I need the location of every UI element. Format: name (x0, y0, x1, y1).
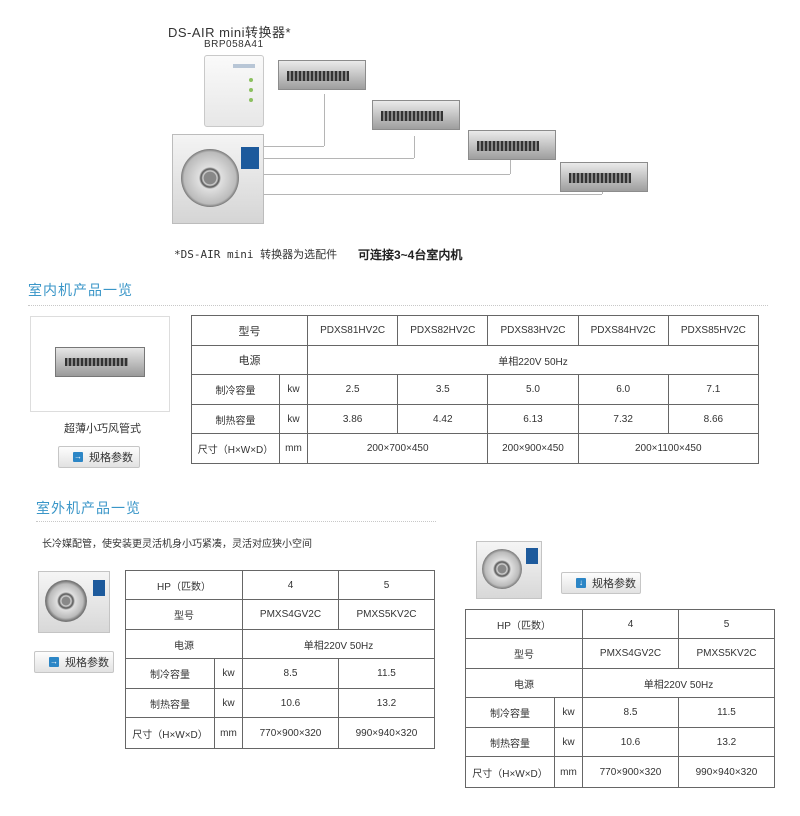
fan-icon (181, 149, 239, 207)
outdoor-unit-image (476, 541, 542, 599)
arrow-right-icon: → (49, 657, 59, 667)
converter-note: *DS-AIR mini 转换器为选配件 (174, 248, 338, 261)
arrow-down-icon: ↓ (576, 578, 586, 588)
indoor-section-title: 室内机产品一览 (28, 282, 133, 298)
indoor-spec-button[interactable]: → 规格参数 (58, 446, 140, 468)
indoor-product-image (30, 316, 170, 412)
outdoor-spec-button-right[interactable]: ↓ 规格参数 (561, 572, 641, 594)
divider (36, 521, 436, 522)
outdoor-section-title: 室外机产品一览 (36, 500, 141, 516)
indoor-unit-image (468, 130, 556, 160)
outdoor-spec-table-right: HP（匹数） 4 5 型号 PMXS4GV2C PMXS5KV2C 电源 单相2… (465, 609, 775, 788)
outdoor-unit-image (172, 134, 264, 224)
indoor-unit-image (560, 162, 648, 192)
outdoor-unit-image (38, 571, 110, 633)
converter-model: BRP058A41 (204, 39, 264, 50)
outdoor-spec-button-left[interactable]: → 规格参数 (34, 651, 114, 673)
system-diagram: DS-AIR mini转换器* BRP058A41 *DS-AIR mini 转… (160, 10, 660, 270)
arrow-right-icon: → (73, 452, 83, 462)
indoor-product-caption: 超薄小巧风管式 (64, 423, 141, 435)
indoor-spec-table: 型号 PDXS81HV2C PDXS82HV2C PDXS83HV2C PDXS… (191, 315, 760, 464)
diagram-caption: 可连接3~4台室内机 (358, 248, 463, 262)
indoor-unit-image (278, 60, 366, 90)
divider (28, 305, 768, 306)
outdoor-spec-table-left: HP（匹数） 4 5 型号 PMXS4GV2C PMXS5KV2C 电源 单相2… (125, 570, 435, 749)
fan-icon (482, 549, 522, 589)
indoor-unit-image (372, 100, 460, 130)
outdoor-tagline: 长冷媒配管，使安装更灵活机身小巧紧凑，灵活对应狭小空间 (42, 539, 312, 550)
fan-icon (45, 580, 87, 622)
converter-title: DS-AIR mini转换器* (168, 25, 292, 40)
converter-image (204, 55, 264, 127)
